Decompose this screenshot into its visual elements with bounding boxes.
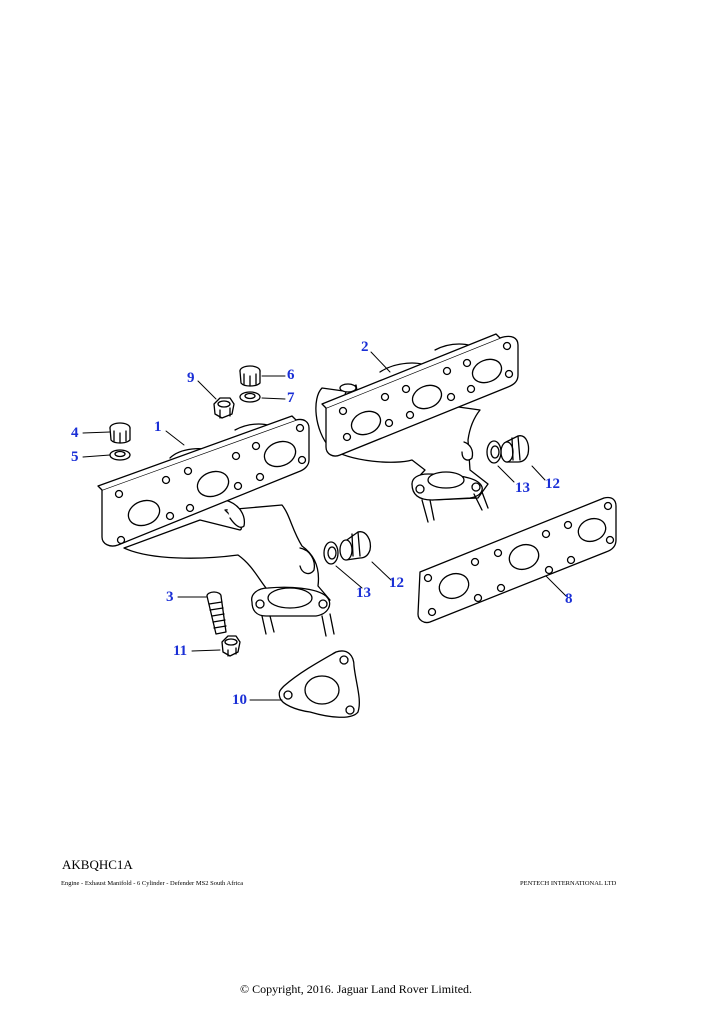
plug-front xyxy=(339,531,372,561)
callout-12-rear: 12 xyxy=(545,476,560,492)
callout-5: 5 xyxy=(71,449,79,465)
callout-6: 6 xyxy=(287,367,295,383)
exhaust-manifold-front xyxy=(97,415,335,637)
washer-left xyxy=(109,449,131,461)
callout-12-front: 12 xyxy=(389,575,404,591)
callout-1: 1 xyxy=(154,419,162,435)
nut-flange xyxy=(221,635,241,657)
plug-rear xyxy=(500,435,530,463)
diagram-caption: Engine - Exhaust Manifold - 6 Cylinder -… xyxy=(61,880,244,887)
leader-lines xyxy=(82,351,567,701)
callout-10: 10 xyxy=(232,692,247,708)
callout-13-front: 13 xyxy=(356,585,371,601)
exhaust-manifold-rear xyxy=(315,333,519,523)
seal-ring-front xyxy=(323,541,339,565)
seal-ring-rear xyxy=(486,440,502,464)
manifold-gasket-large xyxy=(417,496,617,624)
callout-9: 9 xyxy=(187,370,195,386)
callout-8: 8 xyxy=(565,591,573,607)
callout-7: 7 xyxy=(287,390,295,406)
callout-11: 11 xyxy=(173,643,188,659)
company-name: PENTECH INTERNATIONAL LTD xyxy=(520,880,617,887)
callout-2: 2 xyxy=(361,339,369,355)
callout-4: 4 xyxy=(71,425,79,441)
flange-gasket-triangle xyxy=(278,650,360,718)
callout-3: 3 xyxy=(166,589,174,605)
copyright-notice: © Copyright, 2016. Jaguar Land Rover Lim… xyxy=(239,982,473,996)
diagram-reference-code: AKBQHC1A xyxy=(62,857,133,872)
stud-bolt xyxy=(206,591,227,635)
bolt-left xyxy=(109,422,131,444)
bolt-upper xyxy=(239,365,261,387)
callout-13-rear: 13 xyxy=(515,480,530,496)
nut-upper xyxy=(213,397,235,419)
washer-upper xyxy=(239,391,261,403)
